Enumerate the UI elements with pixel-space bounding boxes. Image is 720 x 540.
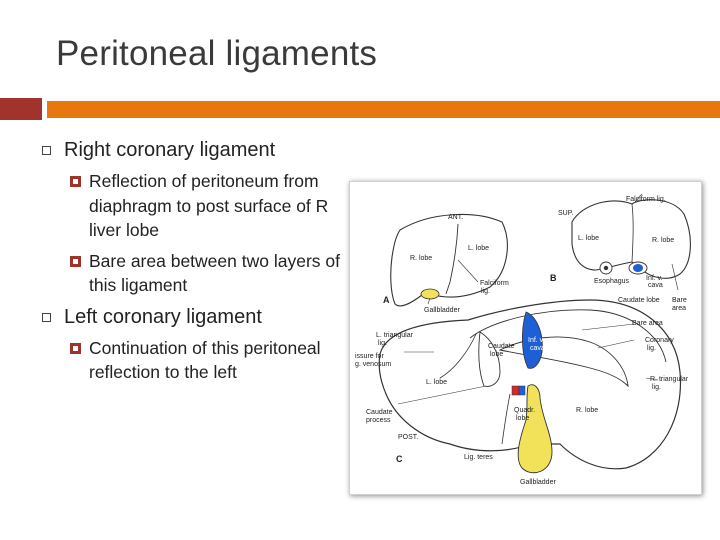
hollow-square-bullet-icon (42, 312, 51, 322)
gallbladder-yellow-a (420, 288, 440, 300)
label-r-triangular-2: lig. (652, 384, 661, 391)
label-caudate-process-1: Caudate (366, 409, 393, 416)
label-fissure-2: g. venosum (355, 361, 391, 368)
liver-diagram: ANT. R. lobe L. lobe Falciform lig. Gall… (355, 193, 691, 486)
label-r-lobe-a: R. lobe (410, 255, 432, 262)
bullet-text: Right coronary ligament (64, 139, 276, 161)
leader-line (427, 297, 431, 305)
panel-label-a: A (383, 295, 390, 305)
label-l-triangular-1: L. triangular (376, 332, 414, 339)
label-post: POST. (398, 434, 418, 441)
label-bare-b-1: Bare (672, 297, 687, 304)
label-caudate-lobe-c-1: Caudate (488, 343, 515, 350)
panel-a: ANT. R. lobe L. lobe Falciform lig. Gall… (383, 213, 509, 314)
label-quadr-2: lobe (516, 415, 529, 422)
ivc-blue-b (633, 264, 643, 272)
hollow-square-bullet-icon (42, 146, 51, 155)
label-esophagus: Esophagus (594, 278, 630, 285)
label-caudate-lobe-c-2: lobe (490, 351, 503, 358)
label-inf-v-b-1: Inf. v. (646, 275, 663, 282)
label-gallbladder-a: Gallbladder (424, 307, 460, 314)
panel-c: L. triangular lig. issure for g. venosum… (355, 299, 689, 486)
leader-line (581, 323, 635, 331)
label-l-lobe-b: L. lobe (578, 235, 599, 242)
leader-line (645, 377, 659, 381)
title-accent-bar-orange (47, 101, 720, 118)
sub-bullet-text: Reflection of peritoneum from diaphragm … (89, 171, 329, 240)
falciform-line-b (631, 203, 634, 263)
label-l-lobe-c: L. lobe (426, 379, 447, 386)
label-quadr-1: Quadr. (514, 407, 535, 414)
filled-square-bullet-icon (70, 342, 81, 354)
liver-superior-outline (571, 199, 691, 279)
leader-line (457, 259, 479, 283)
panel-label-b: B (550, 273, 557, 283)
bullet-left-coronary: Left coronary ligament (40, 304, 350, 330)
label-bare-area-c: Bare area (632, 320, 663, 327)
coronary-lig-upper (469, 309, 667, 363)
falciform-line (445, 223, 459, 295)
portal-red (511, 385, 520, 396)
label-falciform-a-2: lig. (481, 288, 490, 295)
lig-teres-line (501, 393, 511, 445)
gallbladder-yellow-c (517, 384, 553, 474)
bullet-list: Right coronary ligament Reflection of pe… (40, 132, 350, 391)
panel-b: SUP. Falciform lig. L. lobe R. lobe Esop… (550, 193, 691, 312)
sub-bullet-text: Bare area between two layers of this lig… (89, 250, 340, 296)
label-ant: ANT. (448, 214, 463, 221)
sub-bullet: Bare area between two layers of this lig… (40, 249, 350, 298)
label-falciform-a-1: Falciform (480, 280, 509, 287)
label-sup: SUP. (558, 210, 573, 217)
leader-line (671, 263, 679, 291)
panel-label-c: C (396, 454, 403, 464)
sub-bullet: Continuation of this peritoneal reflecti… (40, 336, 350, 385)
label-gallbladder-c: Gallbladder (520, 479, 556, 486)
label-bare-b-2: area (672, 305, 686, 312)
label-fissure-1: issure for (355, 353, 384, 360)
label-l-lobe-a: L. lobe (468, 245, 489, 252)
leader-line (597, 339, 635, 349)
label-r-lobe-b: R. lobe (652, 237, 674, 244)
sub-bullet-text: Continuation of this peritoneal reflecti… (89, 337, 321, 383)
liver-ligaments-figure: ANT. R. lobe L. lobe Falciform lig. Gall… (349, 181, 702, 495)
portal-blue (518, 385, 526, 396)
bullet-right-coronary: Right coronary ligament (40, 137, 350, 163)
filled-square-bullet-icon (70, 255, 81, 267)
slide-title: Peritoneal ligaments (56, 34, 378, 73)
label-caudate-lobe-b: Caudate lobe (618, 297, 660, 304)
liver-visceral-outline (378, 299, 682, 470)
fissure-lig-venosum (439, 333, 477, 379)
title-accent-bar-red (0, 98, 42, 120)
label-caudate-process-2: process (366, 417, 391, 424)
label-l-triangular-2: lig. (378, 340, 387, 347)
label-falciform-b: Falciform lig. (626, 196, 666, 203)
label-inf-v-b-2: cava (648, 282, 663, 289)
ivc-blue-c (522, 311, 543, 369)
leader-line (397, 385, 487, 405)
label-inf-v-c-1: Inf. v. (528, 337, 545, 344)
label-coronary-2: lig. (647, 345, 656, 352)
label-r-lobe-c: R. lobe (576, 407, 598, 414)
caudate-lobe-outline (478, 331, 501, 387)
label-coronary-1: Coronary (645, 337, 674, 344)
bullet-text: Left coronary ligament (64, 305, 262, 328)
sub-bullet: Reflection of peritoneum from diaphragm … (40, 169, 350, 243)
label-inf-v-c-2: cava (530, 345, 545, 352)
label-r-triangular-1: R. triangular (650, 376, 689, 383)
esophagus-lumen (603, 265, 609, 271)
filled-square-bullet-icon (70, 176, 81, 187)
leader-line (634, 193, 643, 203)
label-lig-teres: Lig. teres (464, 454, 493, 461)
